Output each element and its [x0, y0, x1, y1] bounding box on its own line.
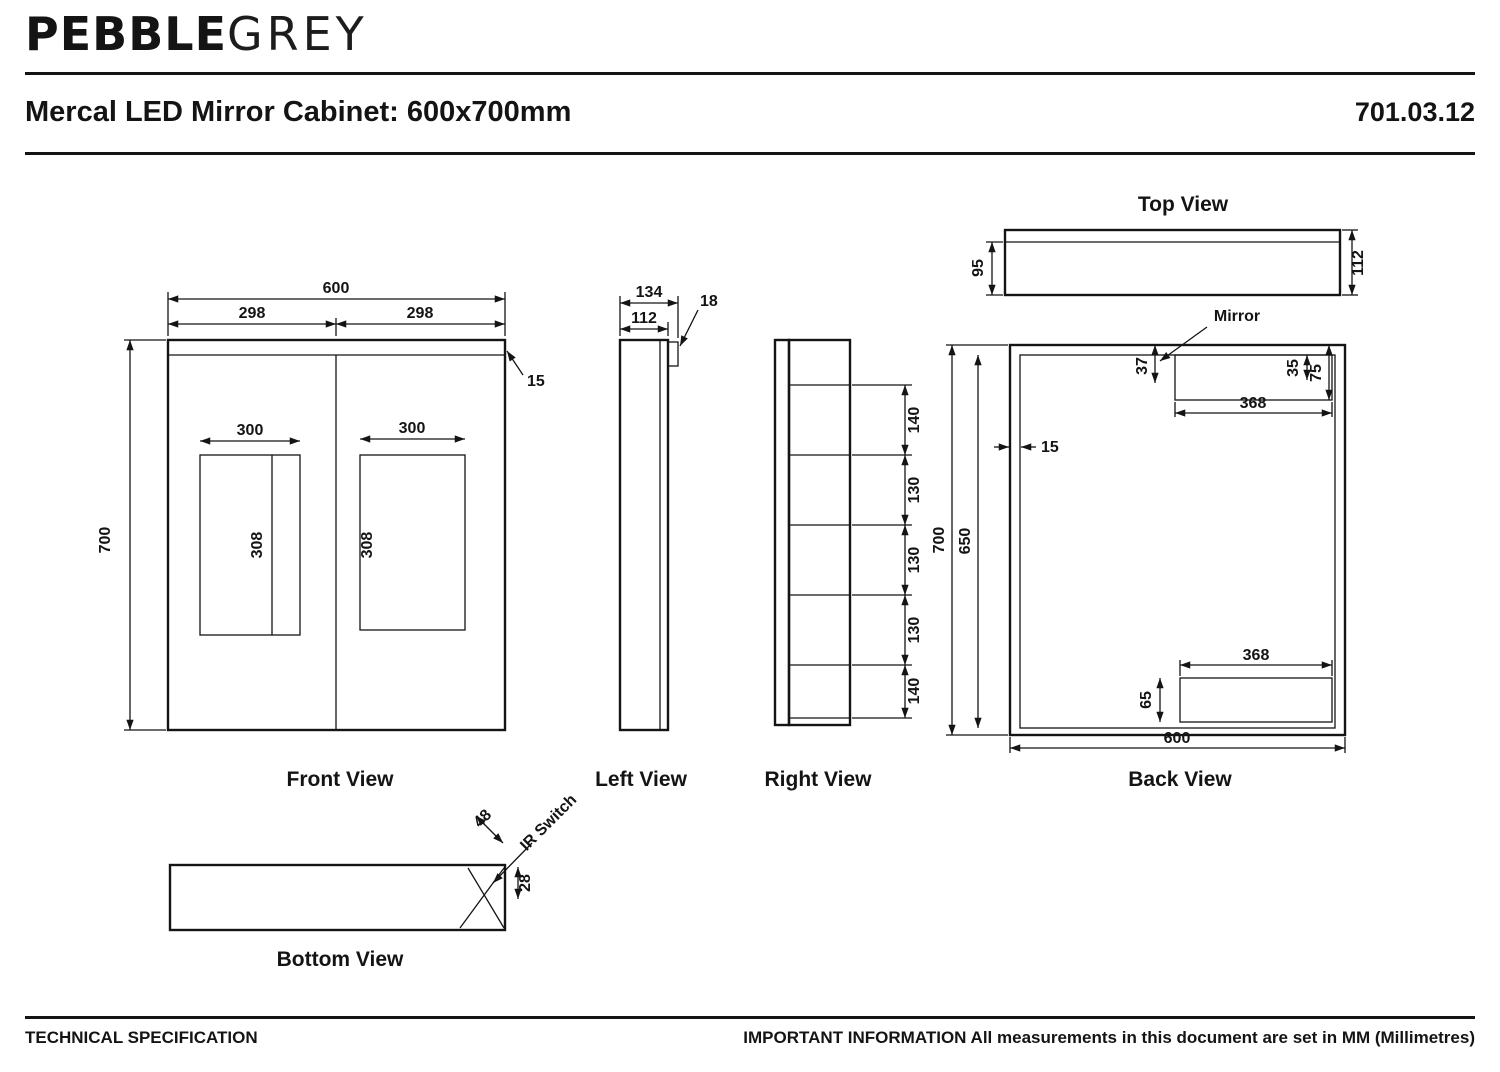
right-shelf-dim-2: 130 [906, 477, 923, 504]
front-door-left-dim: 298 [239, 305, 266, 322]
bottom-outline [168, 863, 507, 932]
back-outline [1008, 343, 1347, 737]
bottom-view: IR Switch 48 28 Bottom View [168, 791, 580, 971]
left-view: 134 112 18 Left View [595, 284, 718, 791]
footer-row: TECHNICAL SPECIFICATION IMPORTANT INFORM… [25, 1028, 1475, 1048]
left-body-depth-dim: 112 [631, 310, 657, 327]
footer-measure-note: All measurements in this document are se… [970, 1028, 1475, 1047]
top-view-label: Top View [1138, 193, 1229, 216]
product-code: 701.03.12 [1354, 97, 1475, 127]
top-view: Top View 95 112 [970, 193, 1367, 297]
front-height-dim: 700 [97, 527, 114, 554]
right-shelf-dim-5: 140 [906, 678, 923, 705]
right-shelf-dim-4: 130 [906, 617, 923, 644]
page-title: Mercal LED Mirror Cabinet: 600x700mm [25, 96, 572, 128]
back-height-dim: 700 [931, 527, 948, 554]
brand-logo: pebblegrey [25, 6, 368, 62]
front-view-label: Front View [287, 768, 395, 791]
right-door-outline [773, 338, 791, 727]
back-bottom-pad-width-dim: 368 [1243, 647, 1270, 664]
header-divider [25, 72, 1475, 75]
front-width-dim: 600 [323, 280, 350, 297]
left-bracket-dim: 18 [700, 293, 718, 310]
bottom-view-label: Bottom View [277, 948, 404, 971]
back-top-offset-dim: 37 [1134, 357, 1151, 375]
bottom-ir-note: IR Switch [517, 791, 580, 854]
footer-right-text: IMPORTANT INFORMATION All measurements i… [743, 1028, 1475, 1048]
front-pad-right-height-dim: 308 [359, 532, 376, 559]
footer: TECHNICAL SPECIFICATION IMPORTANT INFORM… [0, 1010, 1500, 1072]
back-mirror-note: Mirror [1214, 308, 1260, 325]
back-inner-height-dim: 650 [957, 528, 974, 555]
left-outline [618, 338, 670, 732]
front-view: 600 298 298 700 15 300 300 308 308 Front… [97, 280, 545, 791]
footer-left-text: TECHNICAL SPECIFICATION [25, 1028, 258, 1047]
front-top-gap-dim: 15 [527, 373, 545, 390]
front-right-panel [359, 454, 466, 631]
front-door-right-dim: 298 [407, 305, 434, 322]
back-bottom-offset-dim: 65 [1138, 691, 1155, 709]
back-inner-frame [1019, 354, 1336, 729]
back-top-pad-width-dim: 368 [1240, 395, 1267, 412]
back-view-label: Back View [1128, 768, 1232, 791]
top-front-depth-dim: 95 [970, 259, 987, 277]
bottom-diag-dim: 48 [471, 806, 496, 831]
technical-drawing: 600 298 298 700 15 300 300 308 308 Front… [97, 193, 1367, 971]
back-frame-dim: 15 [1041, 439, 1059, 456]
back-right-small-dim: 35 [1285, 359, 1302, 377]
bottom-edge-dim: 28 [517, 874, 534, 892]
back-width-dim: 600 [1164, 730, 1191, 747]
right-shelf-dim-1: 140 [906, 407, 923, 434]
right-body-outline [787, 338, 852, 727]
back-bottom-pad [1179, 677, 1333, 723]
back-right-large-dim: 75 [1308, 364, 1325, 382]
front-pad-left-height-dim: 308 [249, 532, 266, 559]
footer-important-label: IMPORTANT INFORMATION [743, 1028, 967, 1047]
left-total-depth-dim: 134 [636, 284, 663, 301]
right-shelf-dim-3: 130 [906, 547, 923, 574]
logo-pebble: pebble [25, 7, 227, 61]
footer-divider [25, 1016, 1475, 1019]
logo-grey: grey [227, 7, 368, 61]
left-bracket [667, 341, 679, 367]
top-depth-dim: 112 [1350, 250, 1367, 276]
top-outline [1003, 228, 1342, 297]
front-left-panel [199, 454, 301, 636]
header: pebblegrey Mercal LED Mirror Cabinet: 60… [0, 0, 1500, 160]
left-view-label: Left View [595, 768, 687, 791]
right-view: 140 130 130 130 140 Right View [765, 338, 923, 791]
title-row: Mercal LED Mirror Cabinet: 600x700mm 701… [25, 96, 1475, 129]
title-divider [25, 152, 1475, 155]
back-view: 700 650 Mirror 37 35 75 368 15 [931, 308, 1347, 791]
right-view-label: Right View [765, 768, 873, 791]
front-pad-left-width-dim: 300 [237, 422, 264, 439]
front-pad-right-width-dim: 300 [399, 420, 426, 437]
